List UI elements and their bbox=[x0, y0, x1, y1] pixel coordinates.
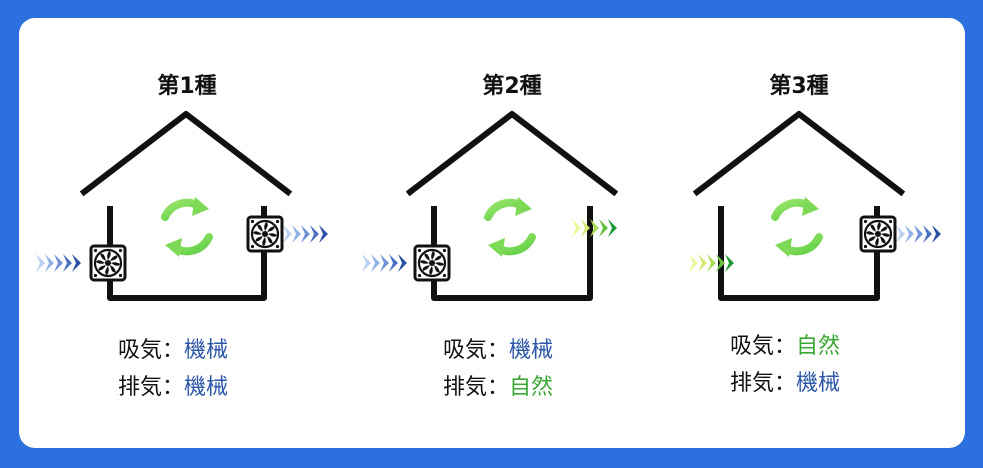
exhaust-flow-icon bbox=[283, 225, 328, 243]
separator: ： bbox=[162, 338, 185, 363]
house-3 bbox=[689, 111, 941, 301]
supply-fan-icon bbox=[413, 244, 451, 282]
exhaust-label: 排気 bbox=[118, 375, 163, 400]
type-3-exhaust: 排気：機械 bbox=[730, 365, 840, 397]
supply-fan-icon bbox=[89, 244, 127, 282]
separator: ： bbox=[487, 338, 510, 363]
type-3-title: 第3種 bbox=[769, 74, 829, 99]
diagram-card bbox=[19, 18, 965, 448]
type-2-exhaust: 排気：自然 bbox=[443, 369, 553, 401]
separator: ： bbox=[774, 371, 797, 396]
type-2-supply: 吸気：機械 bbox=[443, 332, 553, 364]
supply-flow-icon bbox=[689, 254, 734, 272]
supply-flow-icon bbox=[362, 254, 407, 272]
separator: ： bbox=[487, 375, 510, 400]
exhaust-value: 機械 bbox=[184, 375, 229, 400]
exhaust-label: 排気 bbox=[730, 371, 775, 396]
circulation-icon bbox=[775, 197, 819, 257]
house-2 bbox=[362, 111, 619, 301]
type-3-supply: 吸気：自然 bbox=[730, 328, 840, 360]
exhaust-fan-icon bbox=[859, 215, 897, 253]
exhaust-fan-icon bbox=[246, 215, 284, 253]
exhaust-value: 機械 bbox=[796, 371, 841, 396]
exhaust-label: 排気 bbox=[443, 375, 488, 400]
type-1-supply: 吸気：機械 bbox=[118, 332, 228, 364]
supply-label: 吸気 bbox=[443, 338, 488, 363]
supply-label: 吸気 bbox=[118, 338, 163, 363]
exhaust-value: 自然 bbox=[509, 375, 554, 400]
separator: ： bbox=[162, 375, 185, 400]
supply-label: 吸気 bbox=[730, 334, 775, 359]
house-1 bbox=[36, 111, 328, 301]
type-2-title: 第2種 bbox=[482, 74, 542, 99]
supply-value: 機械 bbox=[184, 338, 229, 363]
exhaust-flow-icon bbox=[896, 225, 941, 243]
supply-value: 自然 bbox=[796, 334, 841, 359]
circulation-icon bbox=[165, 197, 209, 257]
type-1-title: 第1種 bbox=[157, 74, 217, 99]
type-1-exhaust: 排気：機械 bbox=[118, 369, 228, 401]
separator: ： bbox=[774, 334, 797, 359]
supply-flow-icon bbox=[36, 254, 81, 272]
supply-value: 機械 bbox=[509, 338, 554, 363]
exhaust-flow-icon bbox=[572, 219, 617, 237]
circulation-icon bbox=[488, 197, 532, 257]
